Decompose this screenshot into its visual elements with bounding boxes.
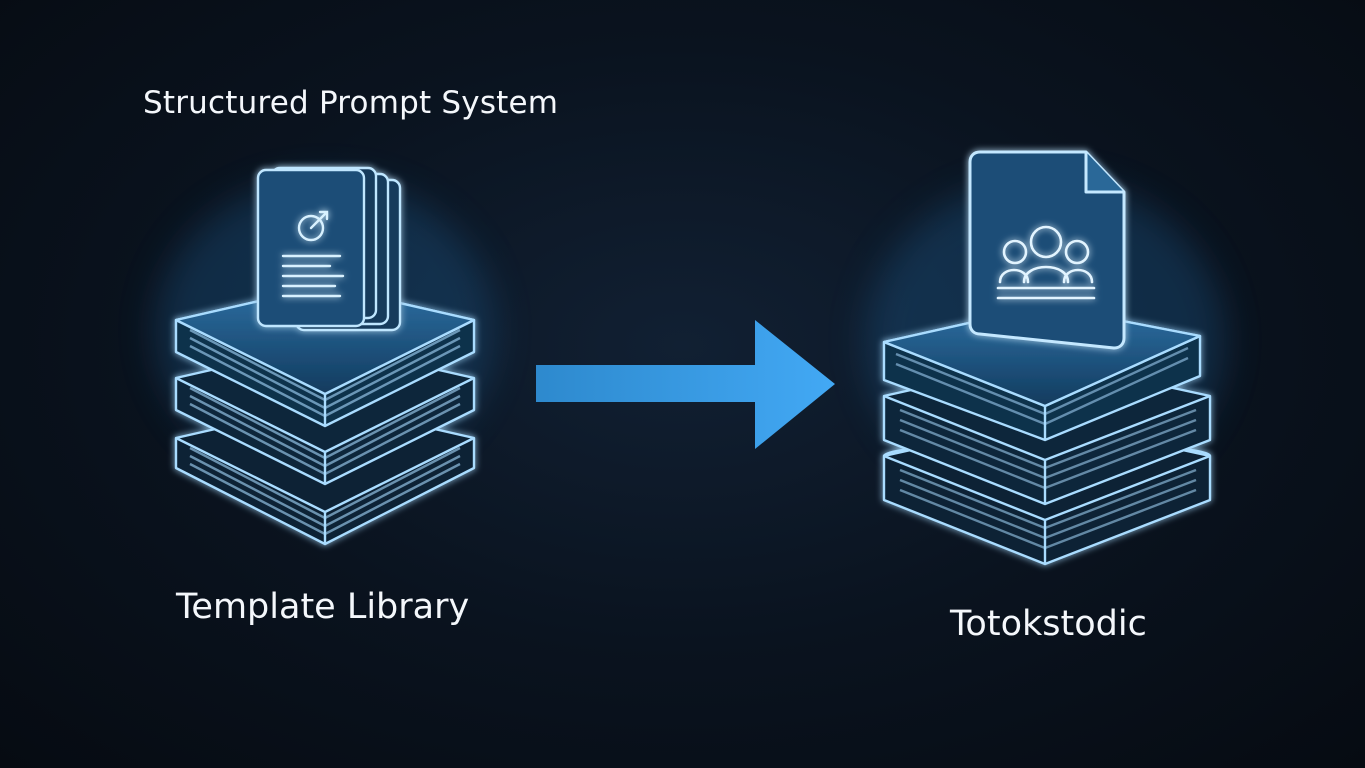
template-library-icon xyxy=(155,166,495,546)
document-stack-icon xyxy=(256,166,402,332)
arrow-right-icon xyxy=(536,320,835,449)
target-check-icon xyxy=(281,210,345,298)
people-group-icon xyxy=(996,225,1096,300)
left-node-label: Template Library xyxy=(176,587,470,627)
right-node-label: Totokstodic xyxy=(950,604,1147,644)
diagram-title: Structured Prompt System xyxy=(143,85,559,121)
people-document-on-books-icon xyxy=(865,150,1225,566)
